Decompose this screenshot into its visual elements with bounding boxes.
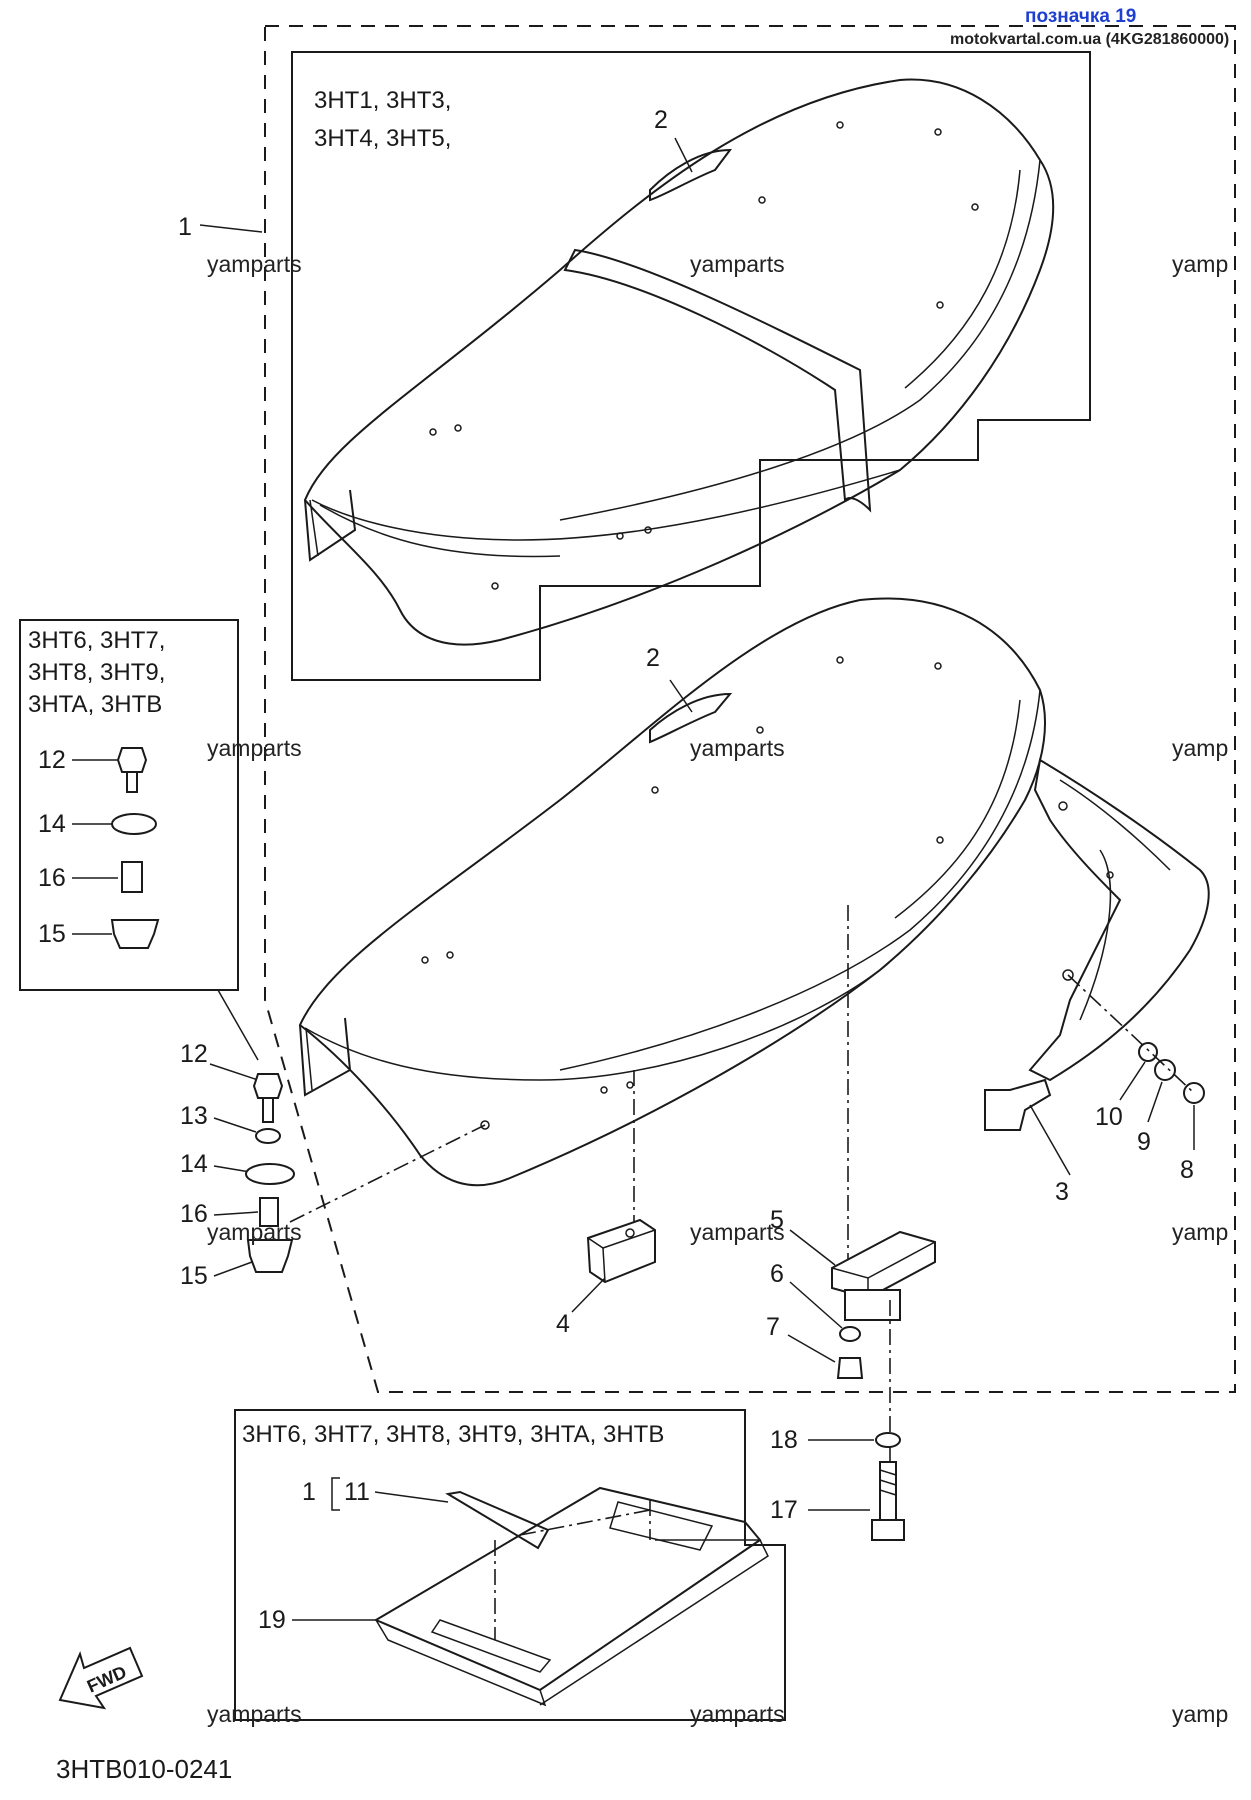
damper-part-15-box (110, 919, 160, 949)
watermark: yamparts (207, 1701, 302, 1727)
leader-p4 (571, 1277, 606, 1313)
collar-part-16-box (121, 861, 143, 893)
leader-p1-main (199, 224, 263, 233)
watermark: yamparts (207, 251, 302, 277)
bracket-p1-bottom (331, 1477, 340, 1511)
label-p9: 9 (1137, 1128, 1151, 1156)
label-p14-box: 14 (38, 810, 66, 838)
leader-box-pointer (217, 989, 259, 1061)
leader-p2-top (674, 137, 693, 173)
assembly-boundary (264, 25, 1236, 1393)
leader-p13 (213, 1117, 257, 1133)
label-p16-box: 16 (38, 864, 66, 892)
tray-part-19 (373, 1486, 769, 1707)
label-p5: 5 (770, 1206, 784, 1234)
washer-part-13 (255, 1128, 281, 1144)
damper-part-4 (586, 1218, 656, 1284)
collar-part-16 (259, 1197, 279, 1227)
top-variant-box (291, 51, 1091, 681)
damper-part-15 (246, 1239, 294, 1273)
bolt-part-12-box (116, 747, 148, 793)
leader-p14 (213, 1165, 251, 1173)
watermark: yamparts (207, 1219, 302, 1245)
leader-p10 (1119, 1061, 1146, 1101)
label-p10: 10 (1095, 1103, 1123, 1131)
diagram-code: 3HTB010-0241 (56, 1754, 232, 1784)
leader-p6 (789, 1281, 843, 1329)
label-p14: 14 (180, 1150, 208, 1178)
label-p2-mid: 2 (646, 644, 660, 672)
watermark: yamparts (690, 1701, 785, 1727)
label-p16: 16 (180, 1200, 208, 1228)
label-p11: 11 (344, 1478, 370, 1506)
top-variant-line-2: 3HT4, 3HT5, (314, 125, 451, 152)
left-variant-box (19, 619, 239, 991)
label-p1-bottom: 1 (302, 1478, 316, 1506)
leader-p11 (374, 1491, 449, 1503)
bottom-variant-box (234, 1409, 786, 1721)
bolt-part-12 (252, 1073, 284, 1123)
bottom-variant-line: 3HT6, 3HT7, 3HT8, 3HT9, 3HTA, 3HTB (242, 1421, 664, 1448)
bolt-part-17 (871, 1461, 905, 1541)
washer-part-9 (1154, 1059, 1176, 1081)
label-p13: 13 (180, 1102, 208, 1130)
header-source: motokvartal.com.ua (4KG281860000) (950, 31, 1229, 48)
watermark: yamparts (207, 735, 302, 761)
bracket-part-5 (831, 1230, 936, 1321)
label-p17: 17 (770, 1496, 798, 1524)
centerline-p15 (289, 1124, 486, 1223)
label-p19: 19 (258, 1606, 286, 1634)
label-p2-top: 2 (654, 106, 668, 134)
leader-p5 (789, 1229, 836, 1266)
watermark: yamp (1172, 251, 1228, 277)
label-p3: 3 (1055, 1178, 1069, 1206)
seat-main-illustration (298, 597, 1046, 1187)
label-p12: 12 (180, 1040, 208, 1068)
left-variant-line-3: 3HTA, 3HTB (28, 691, 162, 718)
top-variant-line-1: 3HT1, 3HT3, (314, 87, 451, 114)
leader-p2-mid (669, 679, 693, 713)
seat-top-illustration (303, 78, 1055, 646)
leader-p15 (213, 1261, 253, 1277)
watermark: yamparts (690, 735, 785, 761)
label-p7: 7 (766, 1313, 780, 1341)
washer-part-6 (839, 1326, 861, 1342)
washer-part-10 (1138, 1042, 1158, 1062)
washer-part-18 (875, 1432, 901, 1448)
label-p1-main: 1 (178, 213, 192, 241)
label-p4: 4 (556, 1310, 570, 1338)
grommet-part-14-box (111, 813, 157, 835)
bolt-part-7 (836, 1357, 864, 1379)
leader-p7 (787, 1334, 836, 1363)
left-variant-line-1: 3HT6, 3HT7, (28, 627, 165, 654)
header-title[interactable]: позначка 19 (1025, 6, 1136, 27)
label-p18: 18 (770, 1426, 798, 1454)
label-p8: 8 (1180, 1156, 1194, 1184)
label-p12-box: 12 (38, 746, 66, 774)
leader-p16 (213, 1211, 259, 1216)
centerline-p19c (519, 1509, 651, 1536)
leader-p9 (1147, 1081, 1163, 1123)
watermark: yamparts (690, 251, 785, 277)
centerline-rear (1067, 974, 1195, 1094)
bolt-part-8 (1183, 1082, 1205, 1104)
label-p6: 6 (770, 1260, 784, 1288)
watermark: yamp (1172, 1701, 1228, 1727)
watermark: yamp (1172, 1219, 1228, 1245)
left-variant-line-2: 3HT8, 3HT9, (28, 659, 165, 686)
label-p15: 15 (180, 1262, 208, 1290)
label-p15-box: 15 (38, 920, 66, 948)
fwd-arrow-icon (58, 1646, 144, 1710)
strap-part-11 (445, 1490, 550, 1550)
grommet-part-14 (245, 1163, 295, 1185)
leader-p12 (209, 1063, 259, 1081)
leader-p3 (1029, 1104, 1071, 1176)
watermark: yamp (1172, 735, 1228, 761)
watermark: yamparts (690, 1219, 785, 1245)
